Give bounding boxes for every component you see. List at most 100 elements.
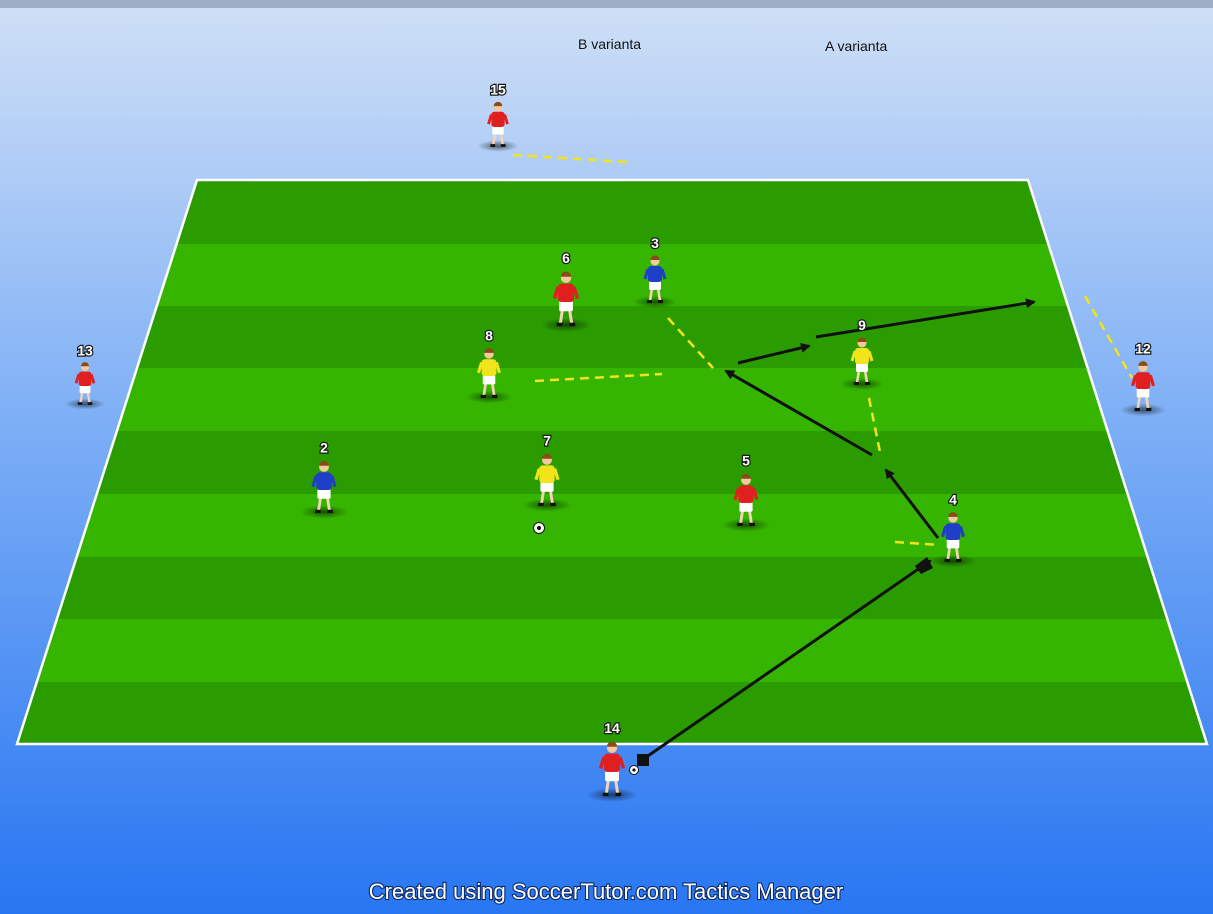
player-arm — [643, 268, 650, 280]
player-hair — [741, 473, 751, 479]
player-leg — [954, 546, 960, 561]
player-leg — [567, 308, 574, 325]
player-hair — [857, 337, 867, 342]
run-line-15 — [512, 153, 628, 164]
player-boot — [490, 144, 496, 147]
movement-lines — [512, 153, 1134, 547]
player-hair — [80, 362, 90, 367]
player-shirt — [316, 472, 332, 490]
player-arm — [311, 475, 318, 488]
player-number-label: 3 — [651, 235, 659, 251]
player-arm — [552, 286, 560, 300]
player-hair — [606, 741, 618, 747]
player-shirt — [491, 111, 505, 127]
player-shirt — [945, 523, 961, 540]
player-boot — [538, 502, 544, 507]
player-leg — [613, 778, 620, 795]
player-boot — [500, 144, 506, 147]
run-line-12 — [1083, 295, 1134, 379]
player-boot — [658, 300, 663, 303]
player-arm — [1148, 374, 1156, 387]
player-hair — [1138, 361, 1148, 366]
pass-start-marker — [637, 754, 649, 766]
player-leg — [492, 132, 497, 146]
player-leg — [499, 132, 504, 146]
player-hair — [484, 348, 494, 353]
player-leg — [739, 509, 745, 525]
player-shirt — [78, 371, 92, 386]
player-arm — [476, 361, 484, 374]
player-15: 15 — [477, 80, 519, 152]
player-leg — [548, 489, 554, 505]
run-line-8 — [534, 372, 663, 383]
player-arm — [487, 114, 493, 125]
player-shorts — [482, 374, 496, 385]
player-shorts — [739, 501, 753, 512]
top-edge — [0, 0, 1213, 8]
player-leg — [863, 369, 869, 384]
player-boot — [87, 402, 93, 405]
run-arrow-long — [815, 298, 1036, 339]
player-shadow — [929, 554, 977, 568]
player-2: 2 — [299, 438, 349, 519]
player-boot — [737, 522, 743, 527]
player-leg — [1144, 395, 1150, 410]
player-shadow — [540, 318, 592, 332]
player-boot — [602, 792, 609, 797]
ball-player-7 — [533, 522, 545, 534]
player-arm — [958, 525, 966, 538]
player-boot — [480, 394, 486, 399]
pass-arrows — [641, 298, 1036, 762]
player-boot — [315, 509, 321, 514]
player-hair — [319, 460, 329, 466]
credit-text: Created using SoccerTutor.com Tactics Ma… — [369, 879, 843, 904]
player-14: 14 — [586, 719, 638, 802]
player-shorts — [317, 488, 331, 499]
player-arm — [733, 488, 740, 501]
player-arm — [940, 525, 948, 538]
player-4: 4 — [929, 490, 977, 568]
player-leg — [747, 509, 753, 525]
player-leg — [946, 546, 952, 561]
pass-arrow-14-to-4 — [641, 559, 932, 762]
pass-end-marker — [915, 557, 933, 574]
player-hair — [560, 271, 572, 277]
player-number-label: 9 — [858, 317, 866, 333]
player-number-label: 5 — [742, 453, 750, 469]
run-arrow-diagonal — [724, 369, 873, 457]
player-arm — [330, 475, 337, 488]
player-shorts — [79, 385, 91, 394]
player-boot — [569, 322, 576, 327]
player-boot — [1134, 407, 1140, 412]
player-shirt — [539, 465, 555, 483]
player-shadow — [65, 398, 105, 410]
player-arm — [503, 114, 509, 125]
player-leg — [648, 287, 654, 302]
player-hair — [948, 512, 958, 517]
player-arm — [867, 350, 874, 362]
player-arm — [494, 361, 502, 374]
player-number-label: 12 — [1135, 340, 1151, 356]
player-arm — [660, 268, 667, 280]
player-6: 6 — [540, 249, 592, 332]
player-8: 8 — [465, 326, 513, 404]
player-boot — [865, 382, 870, 385]
player-leg — [325, 496, 331, 512]
player-boot — [749, 522, 755, 527]
player-arm — [572, 286, 580, 300]
run-arrow-up — [737, 343, 811, 365]
variant-a-label: A varianta — [825, 38, 887, 54]
player-arm — [534, 468, 541, 481]
player-leg — [558, 308, 565, 325]
player-arm — [553, 468, 560, 481]
player-boot — [956, 558, 962, 563]
player-shirt — [648, 266, 662, 282]
run-arrow-4-forward — [884, 468, 940, 539]
player-shorts — [1136, 387, 1150, 398]
player-number-label: 4 — [949, 491, 957, 507]
player-arm — [618, 756, 626, 770]
player-leg — [604, 778, 611, 795]
player-boot — [556, 322, 563, 327]
